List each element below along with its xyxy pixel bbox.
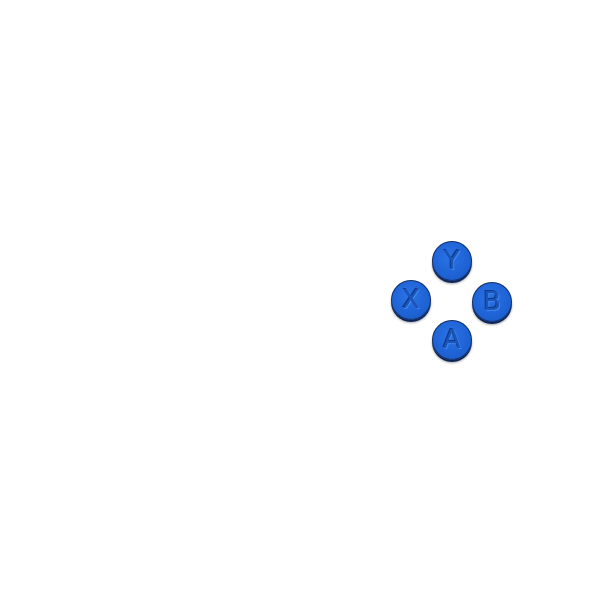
b-button[interactable]: B bbox=[472, 282, 512, 322]
x-button-label: X bbox=[402, 285, 420, 315]
a-button-label: A bbox=[443, 325, 461, 355]
b-button-label: B bbox=[483, 287, 501, 317]
y-button[interactable]: Y bbox=[432, 241, 472, 281]
a-button[interactable]: A bbox=[432, 320, 472, 360]
x-button[interactable]: X bbox=[391, 280, 431, 320]
face-button-cluster: Y X B A bbox=[390, 240, 516, 366]
y-button-label: Y bbox=[444, 246, 460, 276]
